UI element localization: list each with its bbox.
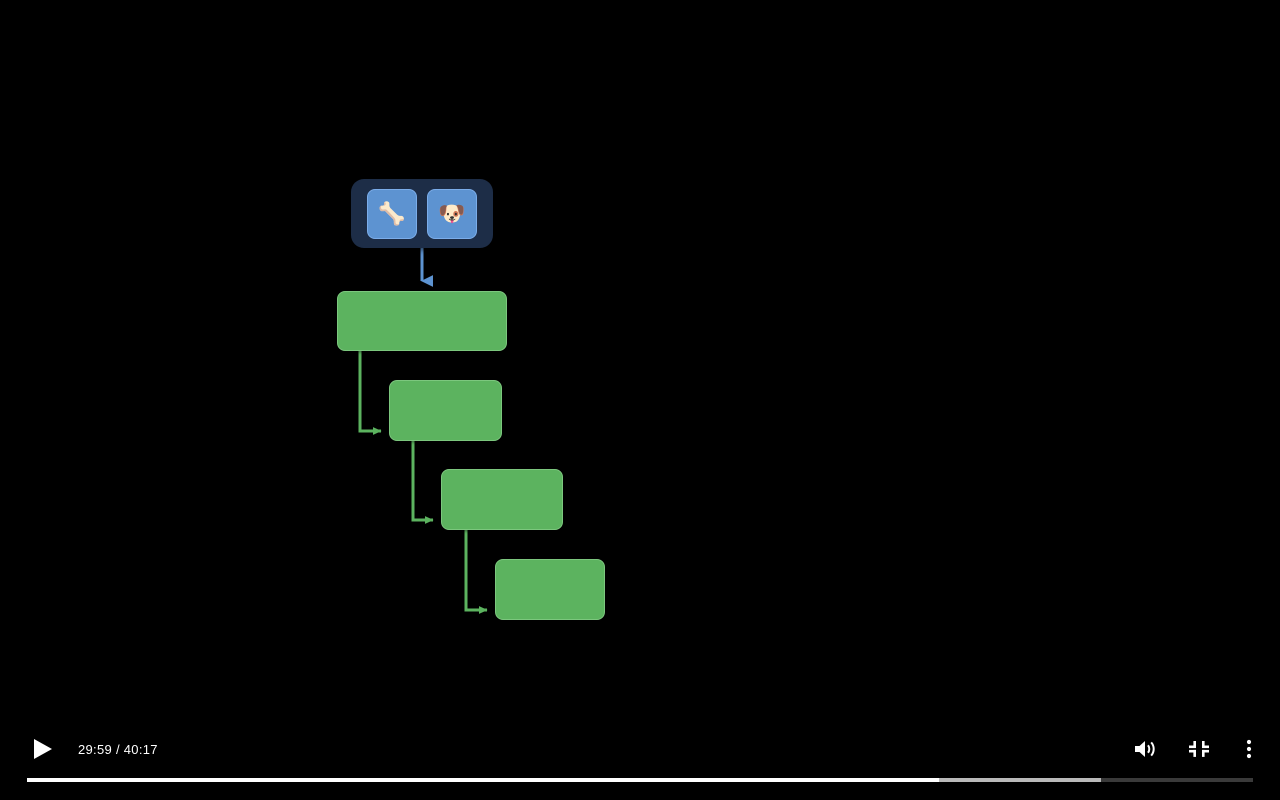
time-display: 29:59 / 40:17	[78, 741, 158, 757]
dog-face-icon: 🐶	[438, 200, 466, 226]
controls-row: 29:59 / 40:17	[0, 720, 1280, 778]
speaker-volume-icon	[1135, 741, 1155, 757]
bone-button[interactable]: 🦴	[367, 188, 417, 239]
node-toolbar[interactable]: 🦴 🐶	[351, 179, 493, 248]
diagram-node-4[interactable]	[495, 559, 605, 620]
connector-layer	[358, 248, 488, 614]
connector-node-1-to-node-2	[358, 351, 382, 435]
three-dot-menu-icon	[1246, 739, 1252, 759]
fullscreen-button[interactable]	[1182, 732, 1216, 766]
progress-played	[27, 778, 940, 782]
more-options-button[interactable]	[1236, 732, 1262, 766]
bone-icon: 🦴	[378, 200, 406, 226]
video-control-bar: 29:59 / 40:17	[0, 720, 1280, 800]
progress-bar[interactable]	[27, 778, 1253, 782]
exit-fullscreen-icon	[1189, 741, 1209, 757]
diagram-node-2[interactable]	[389, 380, 502, 441]
play-triangle-icon	[34, 739, 52, 759]
connector-node-3-to-node-4	[464, 530, 488, 614]
play-button[interactable]	[26, 732, 60, 766]
connector-node-2-to-node-3	[411, 441, 434, 524]
dog-button[interactable]: 🐶	[427, 188, 477, 239]
diagram-canvas: 🦴 🐶	[337, 179, 605, 620]
volume-button[interactable]	[1128, 732, 1162, 766]
diagram-node-1[interactable]	[337, 291, 507, 351]
diagram-node-3[interactable]	[441, 469, 563, 530]
